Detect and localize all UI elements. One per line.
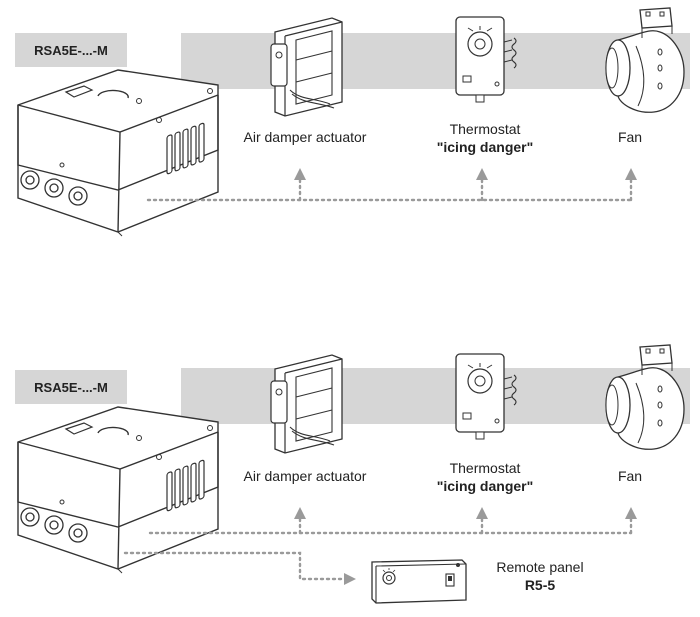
row1-arrowheads bbox=[294, 168, 637, 180]
row1-fan-caption: Fan bbox=[600, 128, 660, 146]
row1-controller-unit bbox=[17, 69, 219, 237]
row1-band bbox=[181, 33, 690, 89]
row2-model-label: RSA5E-...-M bbox=[15, 370, 127, 404]
row1-thermostat-note: "icing danger" bbox=[436, 139, 534, 155]
row2-connectors bbox=[123, 515, 633, 581]
row1-fan-illustration bbox=[605, 7, 685, 113]
row1-damper-label: Air damper actuator bbox=[243, 129, 367, 145]
remote-panel-model: R5-5 bbox=[524, 577, 556, 593]
row2-thermostat-illustration bbox=[455, 353, 517, 440]
remote-panel-label: Remote panel bbox=[496, 559, 584, 575]
row1-fan-label: Fan bbox=[617, 129, 643, 145]
row2-damper-actuator-illustration bbox=[270, 354, 343, 454]
row2-thermostat-caption: Thermostat "icing danger" bbox=[420, 459, 550, 495]
row2-fan-caption: Fan bbox=[600, 467, 660, 485]
row2-controller-unit bbox=[17, 406, 219, 574]
row2-damper-caption: Air damper actuator bbox=[220, 467, 390, 485]
remote-panel-caption: Remote panel R5-5 bbox=[480, 558, 600, 594]
row2-arrowheads bbox=[294, 507, 637, 585]
row1-thermostat-illustration bbox=[455, 16, 517, 103]
row2-fan-illustration bbox=[605, 344, 685, 450]
row1-model-label: RSA5E-...-M bbox=[15, 33, 127, 67]
row1-damper-actuator-illustration bbox=[270, 17, 343, 117]
row1-thermostat-caption: Thermostat "icing danger" bbox=[420, 120, 550, 156]
row2-damper-label: Air damper actuator bbox=[243, 468, 367, 484]
row2-fan-label: Fan bbox=[617, 468, 643, 484]
row1-thermostat-label: Thermostat bbox=[449, 121, 521, 137]
remote-panel-illustration bbox=[371, 559, 467, 604]
row1-damper-caption: Air damper actuator bbox=[220, 128, 390, 146]
row2-band bbox=[181, 368, 690, 424]
row1-connectors bbox=[146, 176, 633, 202]
row2-thermostat-note: "icing danger" bbox=[436, 478, 534, 494]
row2-thermostat-label: Thermostat bbox=[449, 460, 521, 476]
